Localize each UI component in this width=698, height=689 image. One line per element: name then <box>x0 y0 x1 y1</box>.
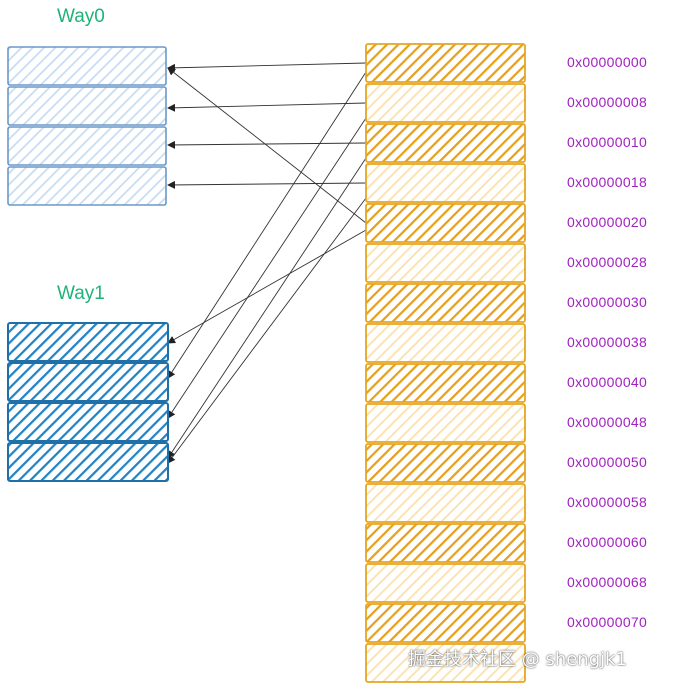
way0-line-2 <box>7 126 167 166</box>
address-label: 0x00000070 <box>567 614 648 630</box>
address-label: 0x00000058 <box>567 494 648 510</box>
memory-block-15 <box>365 643 526 683</box>
address-label: 0x00000000 <box>567 54 648 70</box>
address-label: 0x00000008 <box>567 94 648 110</box>
address-label: 0x00000018 <box>567 174 648 190</box>
way0-line-0 <box>7 46 167 86</box>
main-memory-blocks <box>365 43 526 683</box>
memory-block-13 <box>365 563 526 603</box>
address-label: 0x00000010 <box>567 134 648 150</box>
memory-block-9 <box>365 403 526 443</box>
way1-line-2 <box>7 402 169 442</box>
way0-cache-set <box>7 46 167 206</box>
mapping-arrow-4 <box>167 67 367 224</box>
memory-block-8 <box>365 363 526 403</box>
address-label: 0x00000050 <box>567 454 648 470</box>
memory-block-0 <box>365 43 526 83</box>
memory-block-14 <box>365 603 526 643</box>
memory-block-3 <box>365 163 526 203</box>
address-label: 0x00000038 <box>567 334 648 350</box>
way0-line-3 <box>7 166 167 206</box>
address-label: 0x00000030 <box>567 294 648 310</box>
memory-block-6 <box>365 283 526 323</box>
watermark: 掘金技术社区 @ shengjk1 <box>408 649 628 670</box>
way1-line-0 <box>7 322 169 362</box>
mapping-arrow-1 <box>167 102 367 112</box>
mapping-arrow-8 <box>167 157 367 459</box>
mapping-arrow-5 <box>167 229 367 344</box>
way1-line-3 <box>7 442 169 482</box>
memory-block-1 <box>365 83 526 123</box>
memory-block-12 <box>365 523 526 563</box>
memory-block-7 <box>365 323 526 363</box>
address-label: 0x00000060 <box>567 534 648 550</box>
way1-cache-set <box>7 322 169 482</box>
address-label: 0x00000020 <box>567 214 648 230</box>
memory-block-5 <box>365 243 526 283</box>
mapping-arrow-9 <box>167 197 367 464</box>
mapping-arrows <box>167 62 367 464</box>
memory-block-2 <box>365 123 526 163</box>
mapping-arrow-0 <box>167 62 367 72</box>
mapping-arrow-2 <box>167 140 367 149</box>
memory-block-4 <box>365 203 526 243</box>
mapping-arrow-7 <box>167 117 367 419</box>
way1-line-1 <box>7 362 169 402</box>
address-label: 0x00000040 <box>567 374 648 390</box>
way0-label: Way0 <box>57 6 105 27</box>
mapping-arrow-3 <box>167 180 367 189</box>
memory-block-11 <box>365 483 526 523</box>
memory-block-10 <box>365 443 526 483</box>
address-label: 0x00000068 <box>567 574 648 590</box>
address-label: 0x00000028 <box>567 254 648 270</box>
way0-line-1 <box>7 86 167 126</box>
address-label: 0x00000048 <box>567 414 648 430</box>
way1-label: Way1 <box>57 283 105 304</box>
mapping-arrow-6 <box>167 71 367 379</box>
